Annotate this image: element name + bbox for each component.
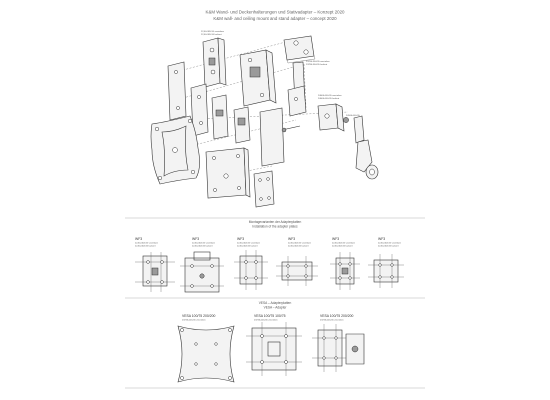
callout-mid-right-1: 24000-000-55 verzinken — [318, 94, 342, 97]
wall-bracket — [239, 49, 277, 107]
callout-top-left-1: 22,60-305-55 verzinken — [201, 30, 225, 33]
variant-4: WF3 22,60-304-55 verzinken 22,60-304-55 … — [276, 237, 318, 286]
vesa-plate-2: VESA 100/75 100/75 23745-000-55 verzinke… — [246, 314, 302, 376]
variant-1: WF3 22,60-304-55 verzinken 22,60-304-55 … — [135, 237, 175, 292]
vesa-plate-1: VESA 100/75 200/200 23745-000-55 verzink… — [177, 314, 235, 383]
vesa-plate-1-name: VESA 100/75 200/200 — [182, 314, 215, 318]
variant-6: WF3 22,60-304-55 verzinken 22,60-304-55 … — [368, 237, 404, 288]
left-plates — [167, 61, 285, 167]
variant-1-line-2: 22,60-304-55 lackiert — [135, 245, 156, 248]
variant-3: WF3 22,60-304-55 verzinken 22,60-304-55 … — [234, 237, 268, 290]
variant-3-line-1: 22,60-304-55 verzinken — [237, 242, 261, 245]
exploded-assembly: 22,60-305-55 verzinken 22,60-305-55 lack… — [150, 30, 379, 208]
variant-1-name: WF3 — [135, 237, 142, 241]
small-adapter-plate — [253, 170, 275, 208]
variant-6-name: WF3 — [378, 237, 385, 241]
callout-adapter: 24160-000-55 — [346, 115, 360, 117]
callout-top-right-1: 23780-304-55 verzinken — [306, 60, 330, 63]
vesa-plate-2-line: 23745-000-55 verzinken — [254, 319, 278, 322]
vesa-plate-3-line: 23745-000-55 verzinken — [320, 319, 344, 322]
title-english: K&M wall- and ceiling mount and stand ad… — [213, 16, 337, 21]
callout-top-right-2: 23780-304-55 lackiert — [306, 63, 328, 66]
variant-5-line-2: 22,60-304-55 lackiert — [332, 245, 353, 248]
vesa-section-title-1: VESA – Adapterplatten — [259, 301, 292, 305]
variant-2-line-1: 22,60-304-55 verzinken — [192, 242, 216, 245]
variant-5: WF3 22,60-304-55 verzinken 22,60-304-55 … — [330, 237, 360, 290]
vesa-section-title-2: VESA – Adapter — [264, 306, 288, 310]
adapter-section-title-de: Montagevarianten der Adapterplatten — [249, 220, 302, 224]
callout-mid-right-2: 24000-000-55 lackiert — [318, 97, 340, 100]
vesa-plate-1-line: 23745-000-55 verzinken — [182, 319, 206, 322]
vesa-plate-2-name: VESA 100/75 100/75 — [254, 314, 286, 318]
adapter-section-title-en: Installation of the adapter plates — [252, 225, 298, 229]
vesa-plate-3: VESA 100/75 200/200 23745-000-55 verzink… — [312, 314, 365, 372]
ceiling-plate — [283, 35, 316, 117]
title-german: K&M Wand- und Deckenhalterungen und Stat… — [206, 10, 346, 15]
variant-4-line-2: 22,60-304-55 lackiert — [288, 245, 309, 248]
clamp-and-tube — [281, 103, 379, 180]
variant-2-name: WF3 — [192, 237, 199, 241]
variant-4-line-1: 22,60-304-55 verzinken — [288, 242, 312, 245]
variant-5-name: WF3 — [332, 237, 339, 241]
variant-5-line-1: 22,60-304-55 verzinken — [332, 242, 356, 245]
vesa-cross-plate — [150, 115, 200, 185]
variant-6-line-2: 22,60-304-55 lackiert — [378, 245, 399, 248]
variant-4-name: WF3 — [288, 237, 295, 241]
variant-2-line-2: 22,60-304-55 lackiert — [192, 245, 213, 248]
variant-3-line-2: 22,60-304-55 lackiert — [237, 245, 258, 248]
variant-6-line-1: 22,60-304-55 verzinken — [378, 242, 402, 245]
large-adapter-plate — [205, 147, 251, 199]
variant-3-name: WF3 — [237, 237, 244, 241]
upper-small-plate — [202, 37, 227, 88]
callout-top-left-2: 22,60-305-55 lackiert — [201, 33, 222, 36]
variant-1-line-1: 22,60-304-55 verzinken — [135, 242, 159, 245]
variant-2: WF3 22,60-304-55 verzinken 22,60-304-55 … — [180, 237, 224, 293]
vesa-plate-3-name: VESA 100/75 200/200 — [320, 314, 353, 318]
